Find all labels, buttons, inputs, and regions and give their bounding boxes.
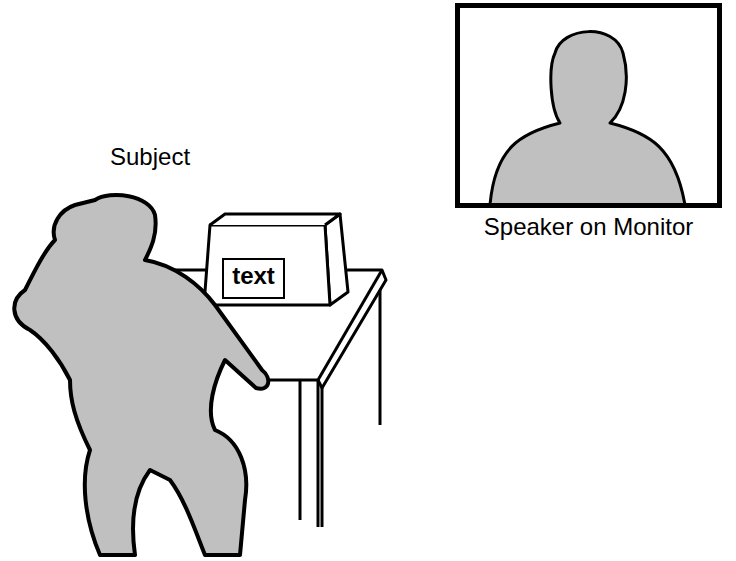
speaker-frame-art bbox=[460, 8, 717, 203]
figure-label: Subject bbox=[110, 143, 190, 171]
desk-leg bbox=[321, 388, 324, 527]
desk-leg bbox=[299, 380, 302, 520]
monitor-caption: Speaker on Monitor bbox=[484, 213, 693, 241]
subject-silhouette bbox=[14, 195, 268, 555]
speaker-monitor: Speaker on Monitor bbox=[455, 3, 722, 208]
desk-leg bbox=[379, 290, 382, 425]
text-screen: text bbox=[222, 258, 285, 299]
speaker-silhouette bbox=[490, 32, 685, 203]
monitor-top bbox=[210, 214, 340, 225]
desk-monitor bbox=[204, 214, 348, 305]
screen-text: text bbox=[232, 262, 275, 291]
monitor-front bbox=[204, 225, 330, 305]
desk-leg bbox=[317, 380, 320, 527]
